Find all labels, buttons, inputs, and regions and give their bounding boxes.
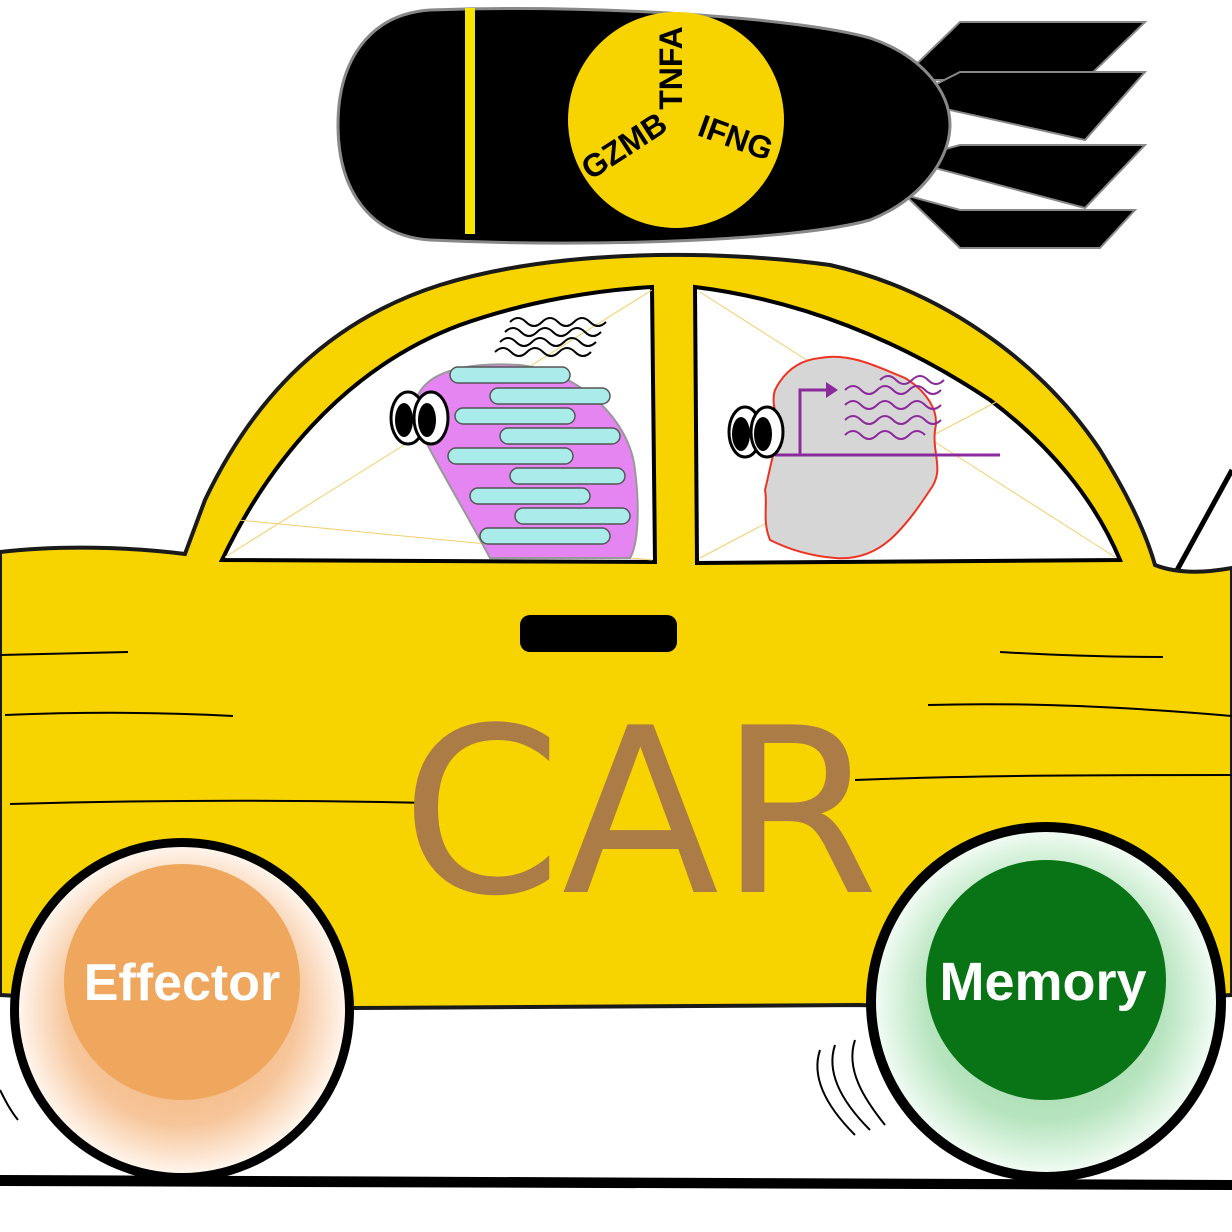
cytokine-label-tnfa: TNFA [653, 26, 689, 110]
mitochondrion-eyes [389, 390, 450, 446]
nucleus-passenger [727, 355, 1000, 560]
memory-wheel: Memory [866, 822, 1226, 1182]
car-label: CAR [401, 680, 879, 947]
nucleus-eyes [727, 405, 785, 459]
memory-wheel-label: Memory [939, 952, 1146, 1012]
effector-wheel: Effector [10, 838, 354, 1182]
mitochondrion-cristae [447, 366, 631, 545]
antenna [1173, 468, 1232, 574]
door-handle [520, 615, 677, 652]
bomb-stripe [465, 8, 475, 234]
mitochondrion-passenger [389, 317, 639, 559]
wheel-motion-marks [0, 1039, 886, 1136]
effector-wheel-label: Effector [84, 954, 280, 1012]
promoter-arrow [798, 388, 830, 455]
promoter-arrowhead [826, 382, 838, 398]
bomb-disc [568, 12, 784, 228]
exhaust-wiggle-lines [494, 317, 607, 357]
bomb-fins [897, 21, 1148, 249]
road [0, 1175, 1232, 1232]
transcript-lines [844, 375, 945, 440]
speed-lines [0, 651, 1232, 805]
cytokine-bomb: TNFA IFNG GZMB [336, 7, 1148, 249]
